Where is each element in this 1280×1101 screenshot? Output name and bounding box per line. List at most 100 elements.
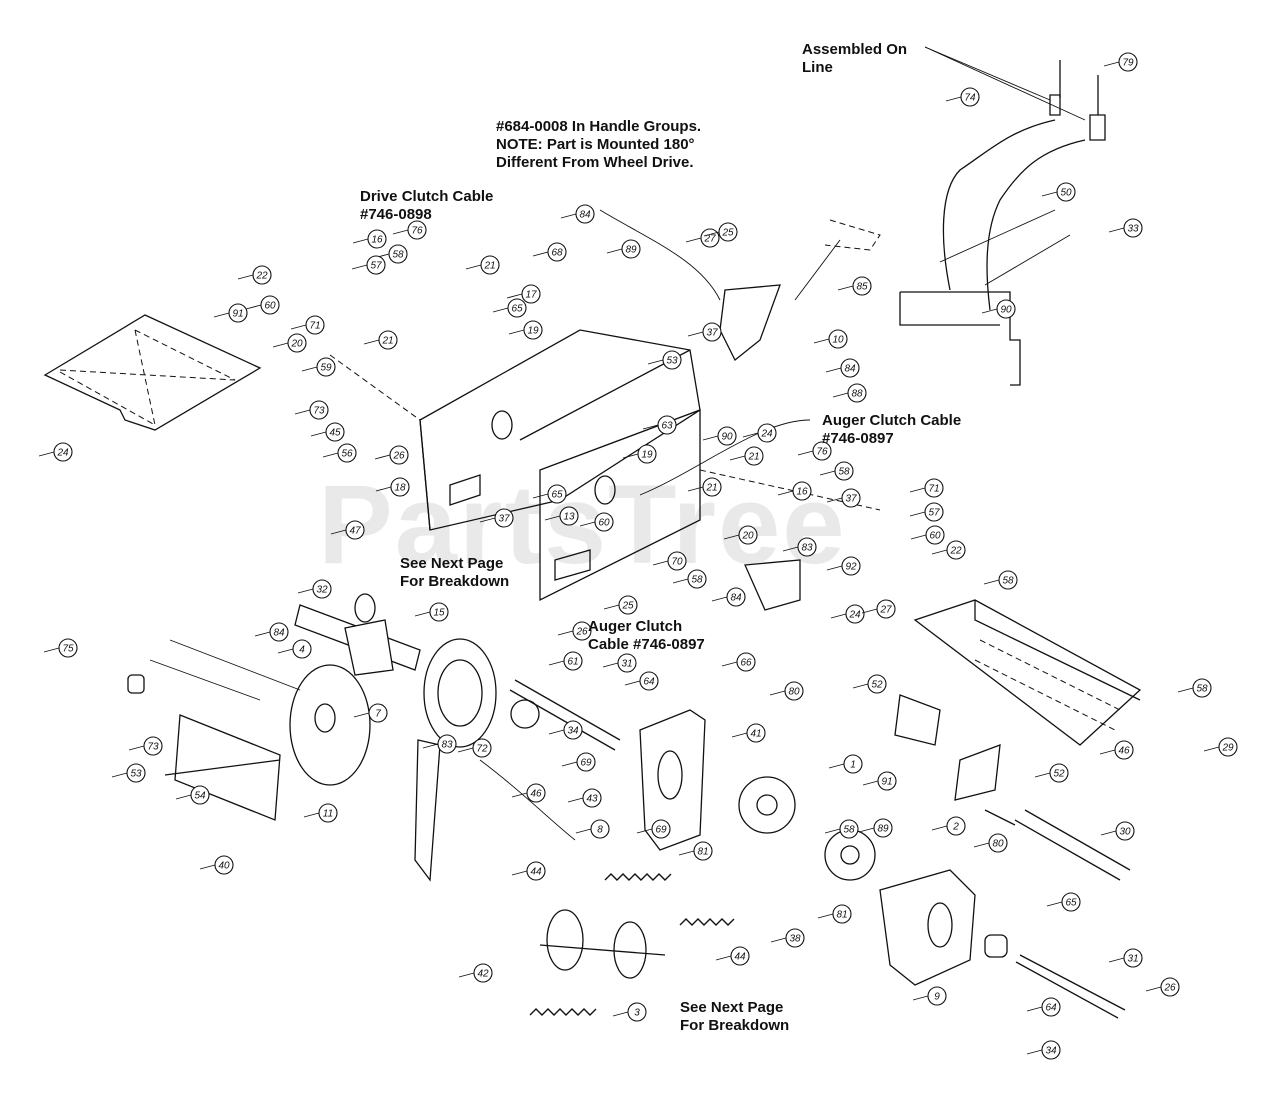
part-callout: 26 [374,445,409,465]
callout-leader [826,497,843,503]
callout-circle [812,441,832,461]
callout-number: 45 [329,428,341,439]
part-callout: 37 [826,488,861,508]
callout-leader [636,828,653,834]
callout-circle [873,818,893,838]
callout-circle [927,986,947,1006]
callout-leader [729,455,746,461]
callout-number: 69 [580,758,592,769]
callout-leader [1108,227,1125,233]
part-callout: 21 [729,446,764,466]
callout-number: 33 [1127,224,1139,235]
callout-circle [841,556,861,576]
callout-leader [770,937,787,943]
callout-circle [730,946,750,966]
annotation-note: #684-0008 In Handle Groups. NOTE: Part i… [496,118,702,171]
callout-number: 21 [483,261,495,272]
callout-circle [559,506,579,526]
part-callout: 60 [245,295,280,315]
part-callout: 92 [826,556,861,576]
callout-circle [480,255,500,275]
callout-circle [847,383,867,403]
callout-circle [287,333,307,353]
callout-leader [769,690,786,696]
callout-leader [458,972,475,978]
callout-circle [1115,821,1135,841]
part-callout: 29 [1203,737,1238,757]
drive-gear-assembly [414,679,876,979]
callout-number: 89 [877,824,889,835]
callout-leader [1177,687,1194,693]
callout-leader [290,324,307,330]
callout-number: 63 [661,421,673,432]
callout-number: 66 [740,658,752,669]
part-callout: 2 [931,816,966,836]
callout-circle [657,415,677,435]
callout-number: 27 [879,605,892,616]
callout-leader [1145,986,1162,992]
callout-number: 58 [691,575,703,586]
callout-leader [852,683,869,689]
callout-circle [960,87,980,107]
annotation-note: Assembled On Line [802,41,908,76]
part-callout: 53 [647,350,682,370]
part-callout: 71 [290,315,325,335]
callout-circle [269,622,289,642]
callout-leader [813,338,830,344]
part-callout: 40 [199,855,234,875]
callout-number: 79 [1122,58,1134,69]
springs-and-cables [479,209,811,1016]
callout-leader [797,450,814,456]
callout-leader [687,486,704,492]
part-callout: 65 [492,298,527,318]
callout-leader [742,432,759,438]
callout-leader [981,308,998,314]
part-callout: 21 [465,255,500,275]
part-callout: 16 [352,229,387,249]
callout-circle [437,734,457,754]
callout-leader [909,511,926,517]
callout-number: 25 [721,228,734,239]
annotation-note: Auger Clutch Cable #746-0897 [588,618,705,653]
annotation-note: Drive Clutch Cable #746-0898 [360,188,494,223]
callout-number: 81 [836,910,847,921]
part-callout: 63 [642,415,677,435]
callout-leader [548,729,565,735]
callout-circle [547,484,567,504]
callout-number: 1 [850,760,856,771]
callout-number: 59 [320,363,332,374]
callout-circle [744,446,764,466]
callout-leader [1103,61,1120,67]
callout-number: 81 [697,847,708,858]
callout-number: 53 [130,769,142,780]
callout-number: 58 [1196,684,1208,695]
callout-circle [845,604,865,624]
part-callout: 90 [981,299,1016,319]
callout-circle [1041,997,1061,1017]
part-callout: 64 [1026,997,1061,1017]
callout-number: 37 [498,514,510,525]
callout-circle [639,671,659,691]
callout-circle [316,357,336,377]
callout-number: 58 [843,825,855,836]
callout-leader [723,534,740,540]
callout-leader [506,293,523,299]
callout-number: 72 [476,744,488,755]
callout-leader [1041,191,1058,197]
callout-leader [254,631,271,637]
part-callout: 56 [322,443,357,463]
callout-number: 11 [323,809,333,820]
callout-leader [721,661,738,667]
part-callout: 7 [353,703,388,723]
callout-circle [368,703,388,723]
callout-leader [128,745,145,751]
callout-number: 18 [394,483,406,494]
callout-leader [703,231,720,237]
part-callout: 83 [422,734,457,754]
pulley-shaft-assembly [127,593,497,821]
callout-leader [1203,746,1220,752]
part-callout: 33 [1108,218,1143,238]
callout-leader [910,534,927,540]
part-callout: 34 [1026,1040,1061,1060]
part-callout: 53 [111,763,146,783]
